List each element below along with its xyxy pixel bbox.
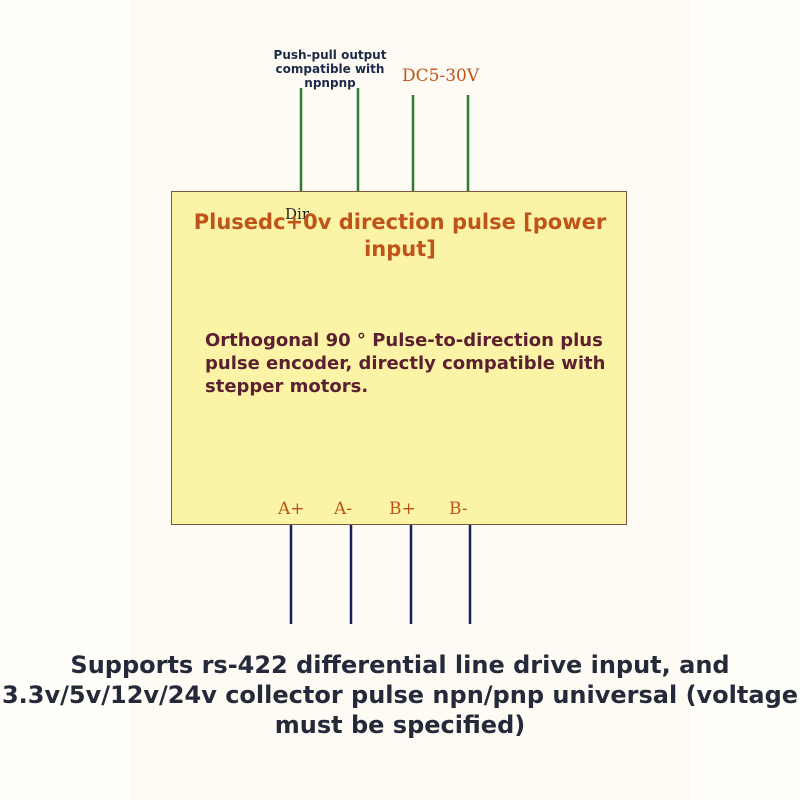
pin-label-b-plus: B+ (389, 499, 416, 519)
pin-label-a-minus: A- (334, 499, 353, 519)
footer-caption: Supports rs-422 differential line drive … (1, 651, 799, 739)
pin-label-b-minus: B- (449, 499, 468, 519)
voltage-label: DC5-30V (402, 66, 480, 86)
push-pull-note: Push-pull output compatible with npnpnp (273, 48, 387, 90)
encoder-module-box: Dir Plusedc+0v direction pulse [power in… (171, 191, 627, 525)
pin-label-a-plus: A+ (278, 499, 305, 519)
dir-label: Dir (285, 205, 309, 223)
module-description: Orthogonal 90 ° Pulse-to-direction plus … (205, 330, 606, 397)
module-title: Plusedc+0v direction pulse [power input] (193, 210, 607, 261)
